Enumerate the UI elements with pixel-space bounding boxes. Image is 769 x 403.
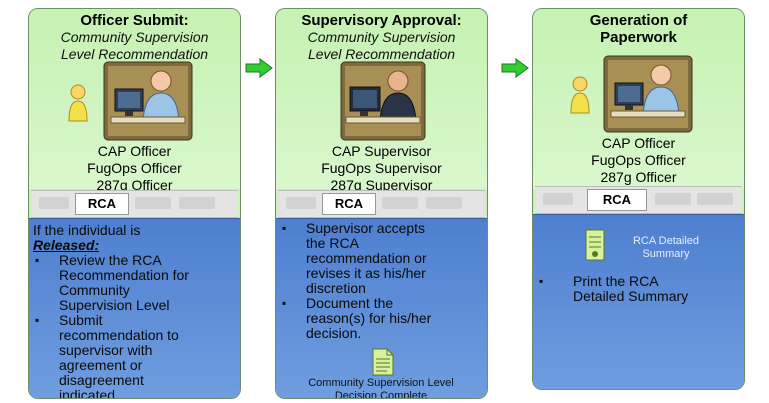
bullet-line: Print the RCA <box>573 273 659 289</box>
bullet-line: decision. <box>306 325 362 341</box>
bullet-line: discretion <box>306 280 366 296</box>
caption-line: Summary <box>642 248 690 260</box>
role-label: 287g Supervisor <box>330 177 433 193</box>
tab-strip: RCA <box>31 190 238 218</box>
role-label: FugOps Officer <box>87 160 182 176</box>
flow-arrow-icon <box>245 58 273 78</box>
role-label: FugOps Officer <box>591 152 686 168</box>
panel-title: Officer Submit: Community Supervision Le… <box>29 12 240 63</box>
bullet-line: Community <box>59 282 130 298</box>
inactive-tab[interactable] <box>426 197 462 209</box>
tab-rca[interactable]: RCA <box>75 193 129 215</box>
person-icon <box>68 84 88 122</box>
role-label: CAP Officer <box>601 135 676 151</box>
inactive-tab[interactable] <box>179 197 215 209</box>
inactive-tab[interactable] <box>543 193 573 205</box>
role-label: CAP Officer <box>97 143 172 159</box>
bullet-line: Review the RCA <box>59 252 162 268</box>
panel-title-text: Officer Submit: <box>80 12 189 29</box>
tab-rca[interactable]: RCA <box>587 189 647 211</box>
role-list: CAP Supervisor FugOps Supervisor 287g Su… <box>276 143 487 194</box>
role-list: CAP Officer FugOps Officer 287g Officer <box>533 135 744 186</box>
bullet-line: agreement or <box>59 357 143 373</box>
role-label: FugOps Supervisor <box>321 160 442 176</box>
role-list: CAP Officer FugOps Officer 287g Officer <box>29 143 240 194</box>
panel-title-text: Supervisory Approval: <box>301 12 462 29</box>
inactive-tab[interactable] <box>39 197 69 209</box>
flow-arrow-icon <box>501 58 529 78</box>
panel-body-text: Supervisor accepts the RCA recommendatio… <box>280 221 485 341</box>
officer-workstation-icon <box>103 61 193 141</box>
summary-caption: RCA Detailed Summary <box>611 235 721 261</box>
inactive-tab[interactable] <box>382 197 418 209</box>
tab-strip: RCA <box>535 186 742 214</box>
panel-body-text: Print the RCA Detailed Summary <box>537 274 742 304</box>
intro-text: If the individual is <box>33 222 141 238</box>
caption-line: Decision Complete <box>334 390 428 399</box>
role-label: 287g Officer <box>600 169 677 185</box>
bullet-item: Document the reason(s) for his/her decis… <box>280 296 485 341</box>
panel-subtitle-line: Community Supervision <box>60 29 209 45</box>
document-icon <box>372 348 394 376</box>
caption-line: Community Supervision Level <box>308 377 454 389</box>
bullet-line: supervisor with <box>59 342 153 358</box>
bullet-line: Supervision Level <box>59 297 170 313</box>
panel-subtitle-line: Level Recommendation <box>307 46 456 62</box>
role-label: 287g Officer <box>96 177 173 193</box>
panel-officer-submit: Officer Submit: Community Supervision Le… <box>28 8 241 399</box>
panel-subtitle-line: Level Recommendation <box>60 46 209 62</box>
released-label: Released: <box>33 237 100 253</box>
caption-line: RCA Detailed <box>632 235 700 247</box>
panel-title: Generation of Paperwork <box>533 12 744 46</box>
panel-supervisory-approval: Supervisory Approval: Community Supervis… <box>275 8 488 399</box>
bullet-line: Submit <box>59 312 103 328</box>
bullet-line: reason(s) for his/her <box>306 310 432 326</box>
bullet-line: disagreement <box>59 372 144 388</box>
panel-title-text: Paperwork <box>600 29 677 46</box>
supervisor-workstation-icon <box>340 61 426 141</box>
inactive-tab[interactable] <box>286 197 316 209</box>
bullet-line: Supervisor accepts <box>306 220 426 236</box>
bullet-line: Detailed Summary <box>573 288 689 304</box>
panel-generation-of-paperwork: Generation of Paperwork CAP Officer FugO… <box>532 8 745 390</box>
bullet-line: Document the <box>306 295 394 311</box>
bullet-item: Supervisor accepts the RCA recommendatio… <box>280 221 485 296</box>
panel-subtitle-line: Community Supervision <box>307 29 456 45</box>
tab-rca[interactable]: RCA <box>322 193 376 215</box>
bullet-item: Review the RCA Recommendation for Commun… <box>33 253 238 313</box>
officer-workstation-icon <box>603 55 693 133</box>
bullet-item: Submit recommendation to supervisor with… <box>33 313 238 399</box>
role-label: CAP Supervisor <box>331 143 432 159</box>
panel-title-text: Generation of <box>589 12 688 29</box>
bullet-line: revises it as his/her <box>306 265 426 281</box>
bullet-line: the RCA <box>306 235 359 251</box>
person-icon <box>570 76 590 114</box>
inactive-tab[interactable] <box>697 193 733 205</box>
bullet-line: Recommendation for <box>59 267 189 283</box>
panel-title: Supervisory Approval: Community Supervis… <box>276 12 487 63</box>
panel-body-text: If the individual is Released: Review th… <box>33 223 238 399</box>
bullet-line: recommendation to <box>59 327 179 343</box>
bullet-item: Print the RCA Detailed Summary <box>537 274 742 304</box>
inactive-tab[interactable] <box>135 197 171 209</box>
summary-document-icon <box>585 229 605 261</box>
inactive-tab[interactable] <box>655 193 691 205</box>
document-caption: Community Supervision Level Decision Com… <box>276 377 486 399</box>
bullet-line: recommendation or <box>306 250 427 266</box>
tab-strip: RCA <box>278 190 485 218</box>
bullet-line: indicated <box>59 387 116 399</box>
